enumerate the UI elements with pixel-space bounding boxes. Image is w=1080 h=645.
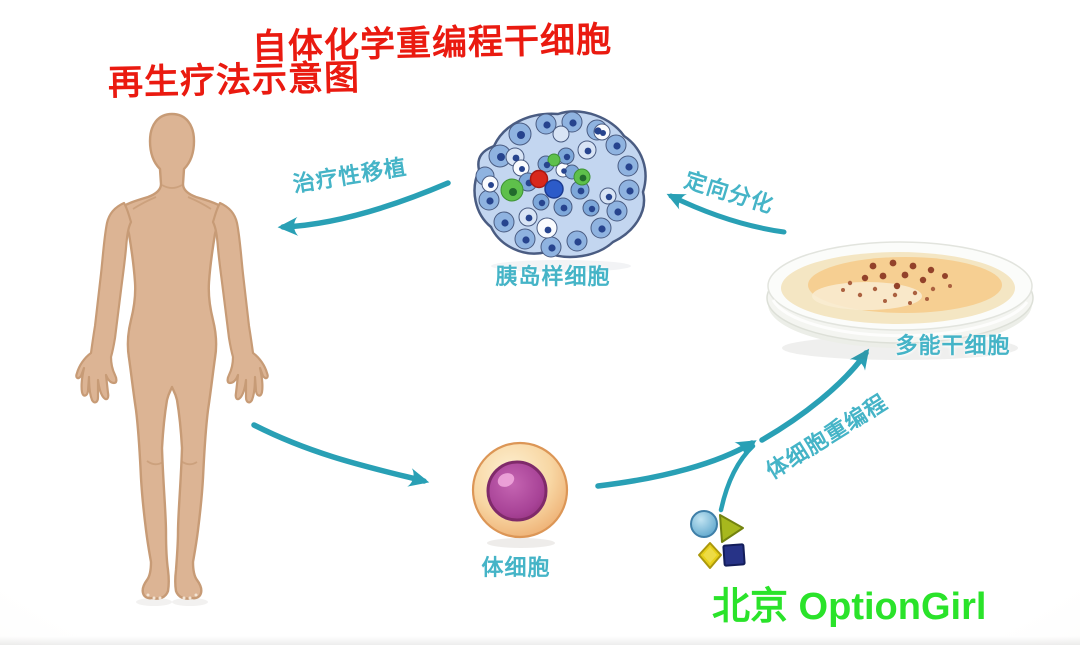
arrow-reprogramming-1: [595, 440, 757, 489]
arrow-reprogramming-2: [759, 348, 870, 443]
molecule-green-triangle: [719, 514, 744, 543]
center-blue-cell: [544, 179, 564, 199]
body-left-arm: [75, 201, 133, 404]
arrow-molecule-join: [718, 443, 756, 513]
molecule-navy-square: [722, 543, 746, 567]
green-cell-nuclei: [509, 174, 587, 196]
body-detail-lines: [132, 184, 212, 466]
arrow-differentiation: [666, 193, 787, 235]
body-right-arm: [211, 201, 269, 404]
stem-cell-colonies: [861, 259, 948, 290]
petri-dish-with-colonies: [766, 241, 1034, 360]
label-somatic-cell: 体细胞: [481, 555, 551, 580]
cell-nuclei: [486, 119, 634, 252]
toe-highlights: [146, 593, 198, 600]
molecule-blue-circle: [690, 510, 718, 538]
nucleus-highlight: [497, 473, 515, 487]
arrow-transplant: [277, 180, 451, 236]
label-stem-cells: 多能干细胞: [895, 333, 1011, 358]
arrow-extraction: [251, 422, 430, 487]
small-colonies: [841, 280, 952, 305]
islet-cell-cluster: [473, 110, 647, 272]
center-red-cell: [529, 169, 549, 189]
cell-nucleus: [486, 460, 548, 522]
title-line-1: 自体化学重编程干细胞: [251, 20, 613, 67]
watermark-text: 北京 OptionGirl: [712, 586, 987, 628]
body-silhouette: [120, 112, 224, 600]
human-body-figure: [75, 112, 269, 606]
label-islet-cells: 胰岛样细胞: [495, 264, 611, 289]
small-molecule-shapes: [690, 510, 746, 569]
round-cell-with-nucleus: [471, 441, 569, 548]
title-line-2: 再生疗法示意图: [107, 58, 361, 103]
